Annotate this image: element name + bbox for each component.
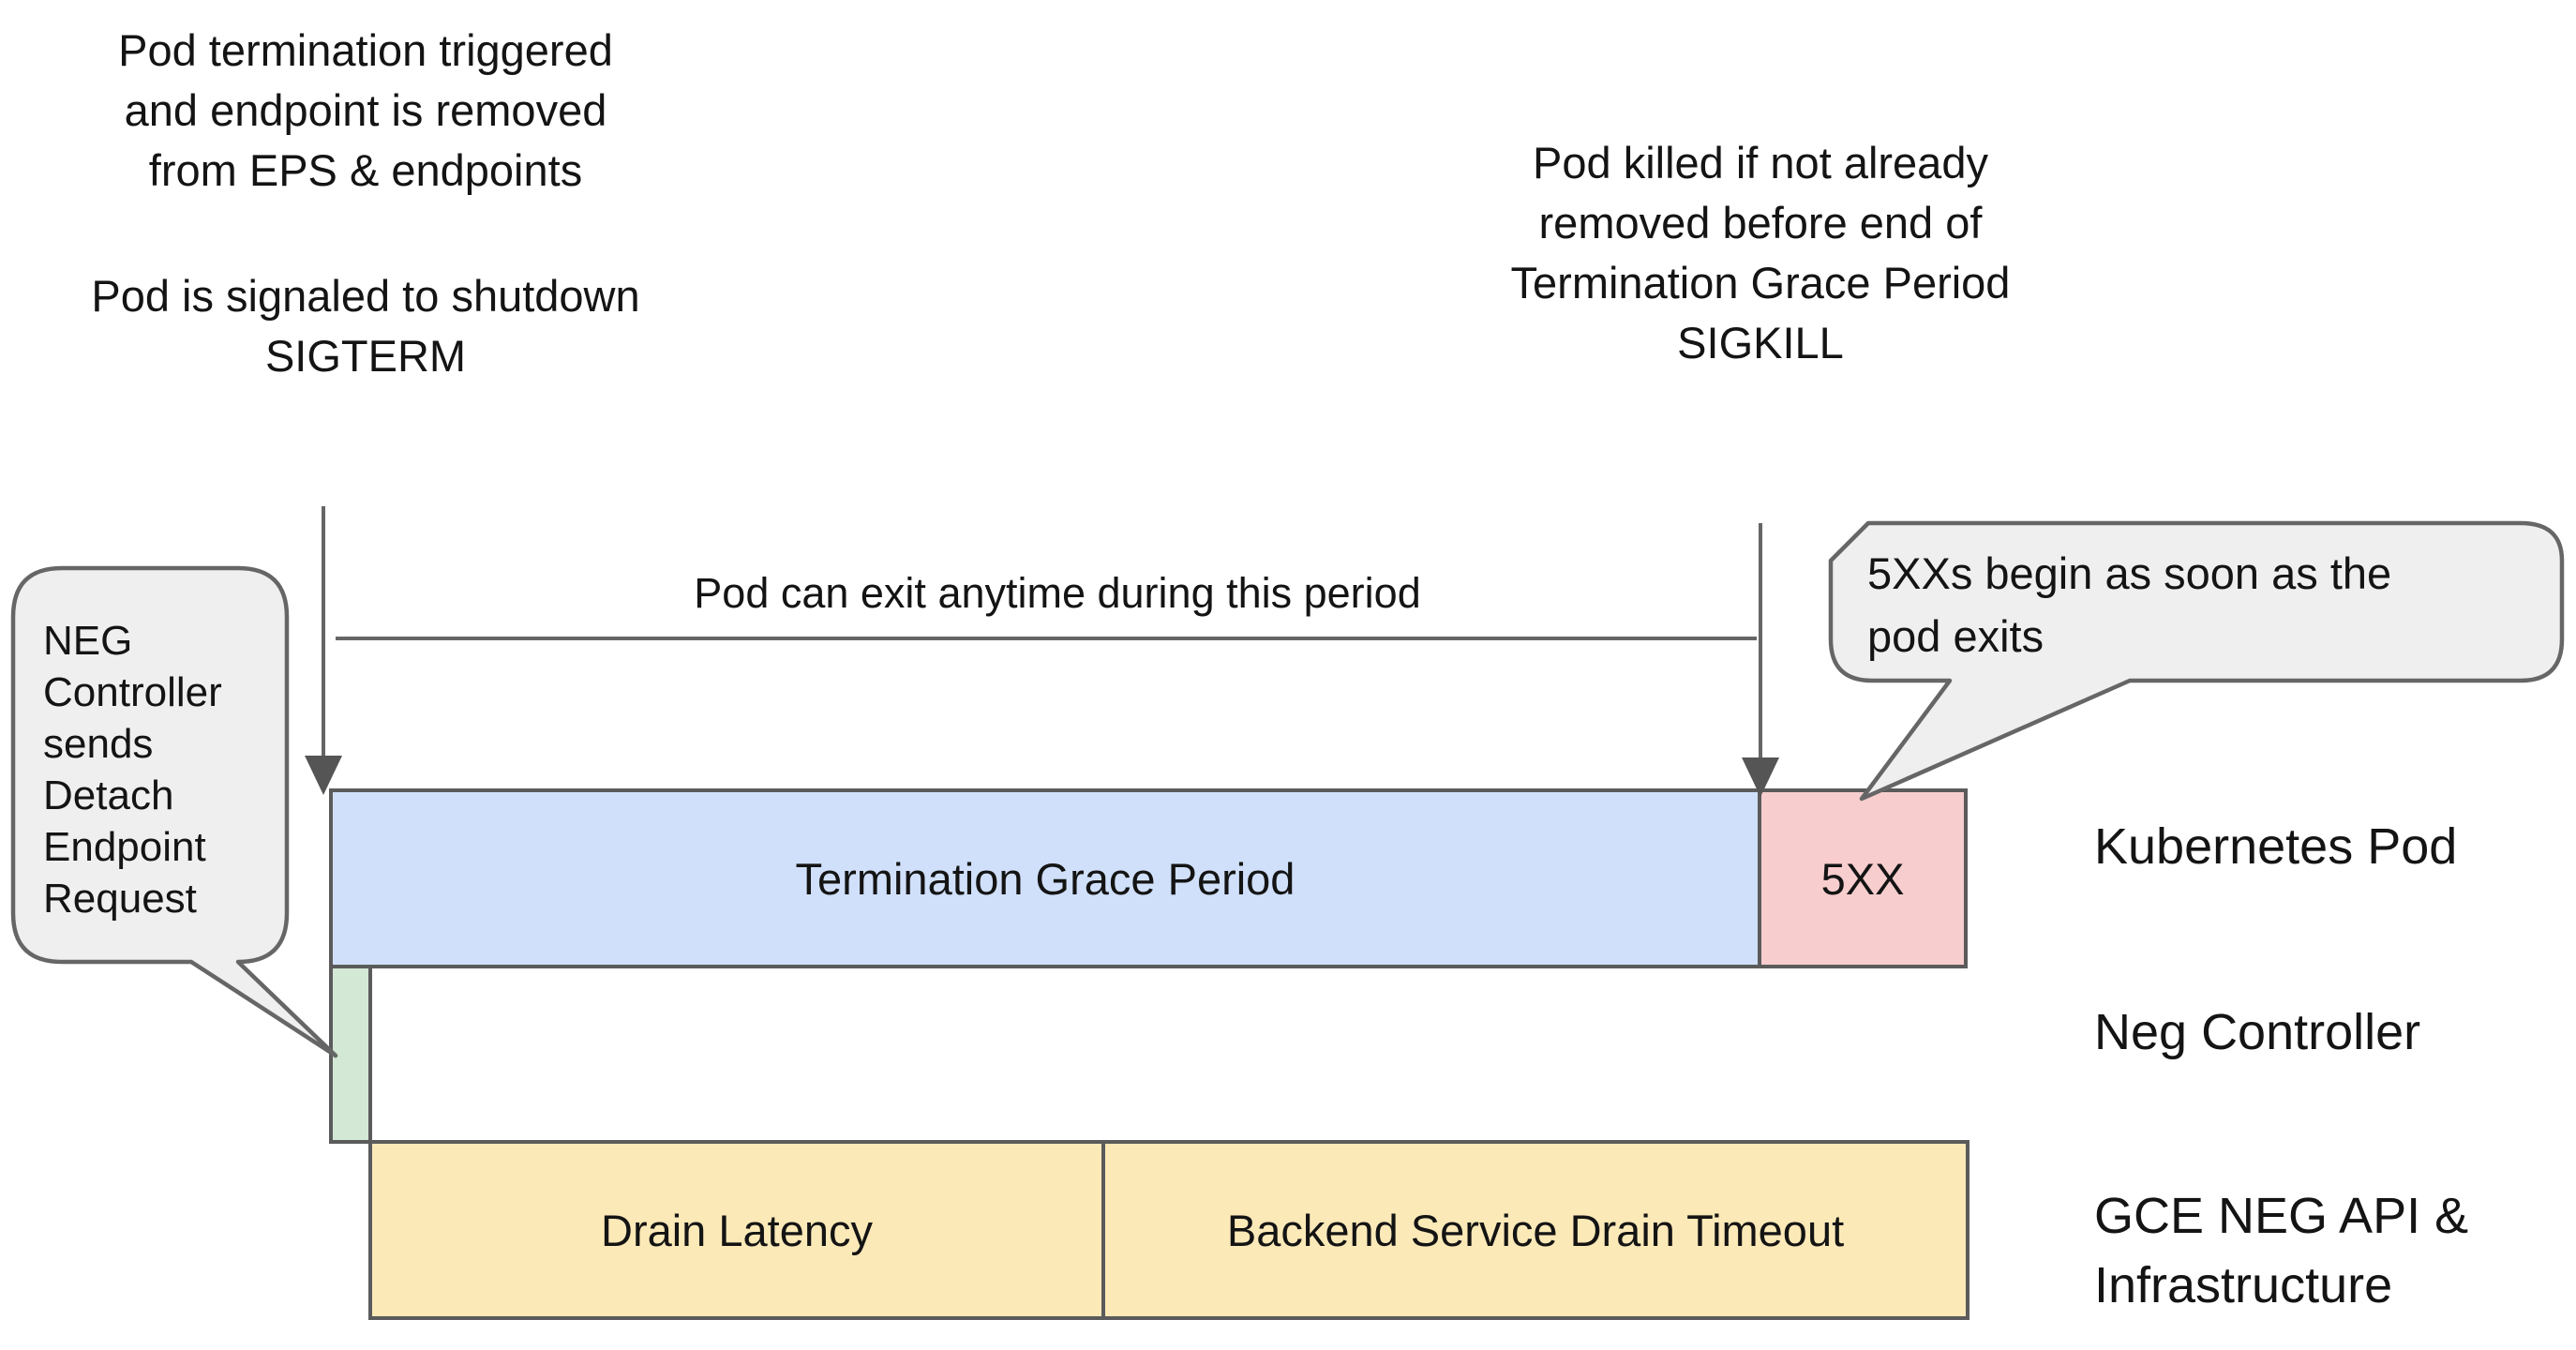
note-line: SIGKILL [1677, 318, 1844, 368]
note-line: Pod killed if not already [1533, 138, 1988, 188]
callout-line: 5XXs begin as soon as the [1867, 548, 2392, 598]
neg-detach-bar [329, 965, 372, 1144]
note-line: SIGTERM [264, 331, 467, 381]
row-label-gce: GCE NEG API & Infrastructure [2094, 1181, 2468, 1320]
pod-exit-anytime-label: Pod can exit anytime during this period [694, 569, 1421, 617]
5xx-callout-text: 5XXs begin as soon as the pod exits [1867, 542, 2391, 668]
note-pod-termination: Pod termination triggered and endpoint i… [37, 21, 694, 201]
5xx-error-bar: 5XX [1758, 788, 1968, 968]
termination-grace-period-bar: Termination Grace Period [329, 788, 1761, 968]
callout-line: Detach [43, 772, 174, 818]
backend-drain-timeout-segment: Backend Service Drain Timeout [1101, 1144, 1966, 1316]
termination-grace-period-label: Termination Grace Period [795, 853, 1295, 904]
callout-line: pod exits [1867, 611, 2044, 661]
callout-line: Request [43, 876, 197, 922]
note-line: from EPS & endpoints [148, 145, 583, 195]
drain-latency-segment: Drain Latency [372, 1144, 1101, 1316]
callout-line: Endpoint [43, 824, 206, 870]
row-label-kubernetes-pod: Kubernetes Pod [2094, 818, 2458, 875]
neg-controller-callout-text: NEG Controller sends Detach Endpoint Req… [43, 615, 222, 924]
backend-drain-timeout-label: Backend Service Drain Timeout [1226, 1205, 1845, 1255]
note-line: removed before end of [1538, 198, 1983, 248]
note-line: Termination Grace Period [1510, 258, 2011, 308]
note-pod-signaled: Pod is signaled to shutdown SIGTERM [37, 266, 694, 386]
callout-line: NEG [43, 618, 133, 664]
row-label-line: GCE NEG API & [2094, 1188, 2469, 1244]
drain-latency-label: Drain Latency [601, 1205, 873, 1255]
5xx-error-label: 5XX [1820, 853, 1905, 904]
note-line: Pod termination triggered [118, 25, 613, 75]
note-line: and endpoint is removed [124, 85, 607, 135]
callout-line: Controller [43, 669, 222, 715]
note-pod-killed: Pod killed if not already removed before… [1432, 133, 2089, 373]
gce-drain-bar: Drain Latency Backend Service Drain Time… [368, 1140, 1969, 1320]
row-label-line: Infrastructure [2094, 1257, 2393, 1313]
row-label-neg-controller: Neg Controller [2094, 1004, 2421, 1060]
callout-line: sends [43, 721, 154, 767]
note-line: Pod is signaled to shutdown [91, 271, 640, 321]
